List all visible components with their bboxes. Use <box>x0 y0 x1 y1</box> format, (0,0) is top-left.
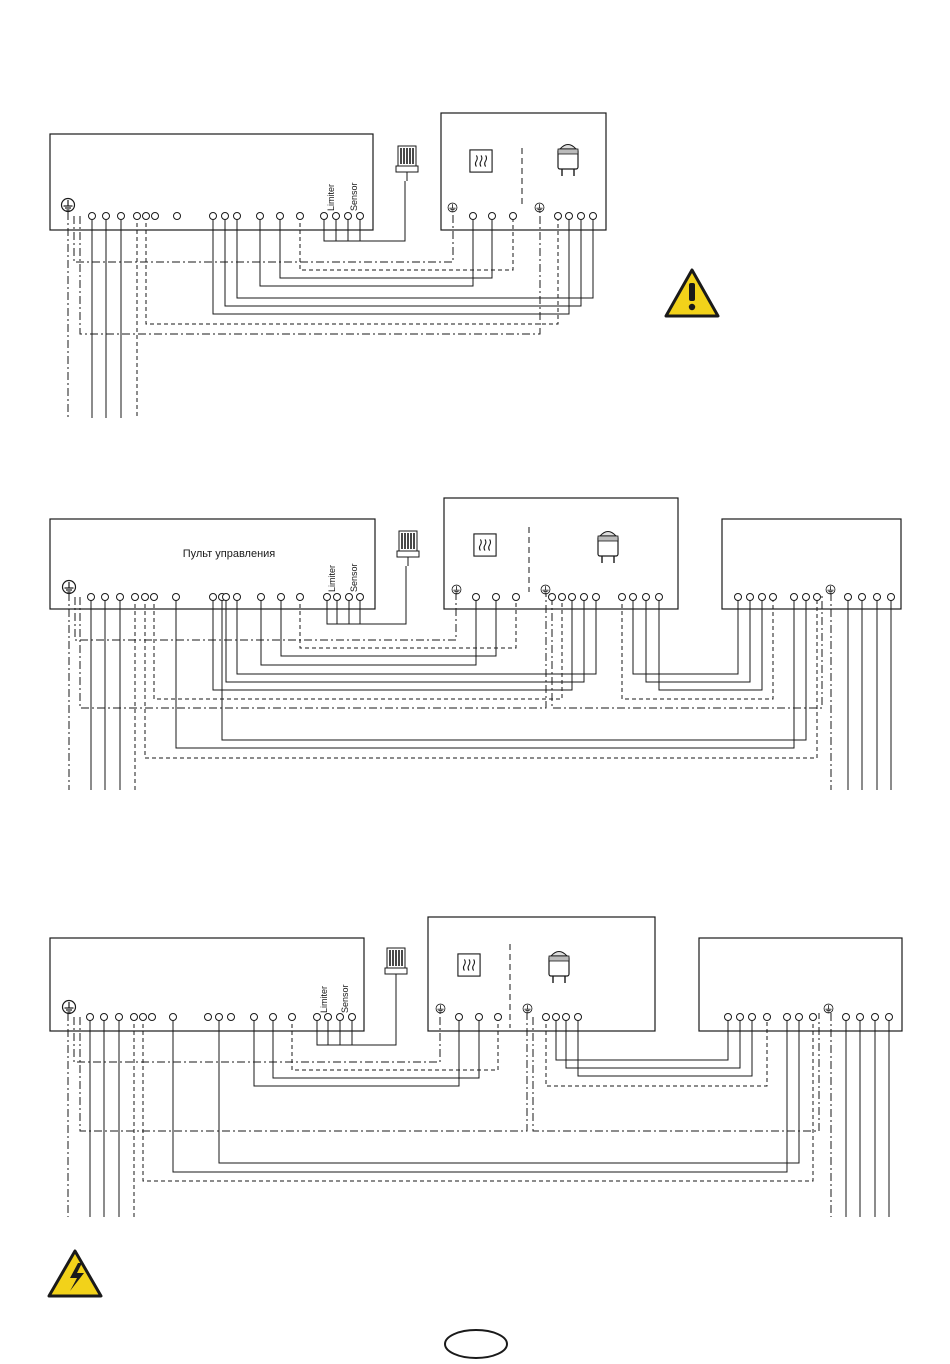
ground-icon <box>436 1004 445 1013</box>
sensor-label: Sensor <box>349 563 359 592</box>
ground-icon <box>523 1004 532 1013</box>
high-voltage-icon <box>49 1251 101 1296</box>
wiring-diagram-2: Пульт управления Limiter Sensor <box>50 498 901 790</box>
page-badge <box>445 1330 507 1358</box>
warning-triangle-icon <box>666 270 718 316</box>
ground-icon <box>541 585 550 594</box>
ground-icon <box>448 203 457 212</box>
control-panel-title: Пульт управления <box>183 548 276 560</box>
sensor-label: Sensor <box>349 182 359 211</box>
ground-icon <box>63 581 76 594</box>
ground-icon <box>62 199 75 212</box>
sensor-connector-icon <box>385 948 407 983</box>
heater-icon <box>474 534 496 556</box>
sensor-connector-icon <box>396 146 418 181</box>
limiter-label: Limiter <box>327 565 337 592</box>
ground-icon <box>535 203 544 212</box>
ground-icon <box>63 1001 76 1014</box>
wiring-diagram-3: Limiter Sensor <box>50 917 902 1217</box>
ground-icon <box>824 1004 833 1013</box>
heater-icon <box>458 954 480 976</box>
limiter-label: Limiter <box>319 986 329 1013</box>
limiter-label: Limiter <box>326 184 336 211</box>
sensor-connector-icon <box>397 531 419 566</box>
heater-icon <box>470 150 492 172</box>
wiring-diagram-1: Limiter Sensor <box>50 113 718 418</box>
ground-icon <box>826 585 835 594</box>
sensor-label: Sensor <box>340 984 350 1013</box>
ground-icon <box>452 585 461 594</box>
